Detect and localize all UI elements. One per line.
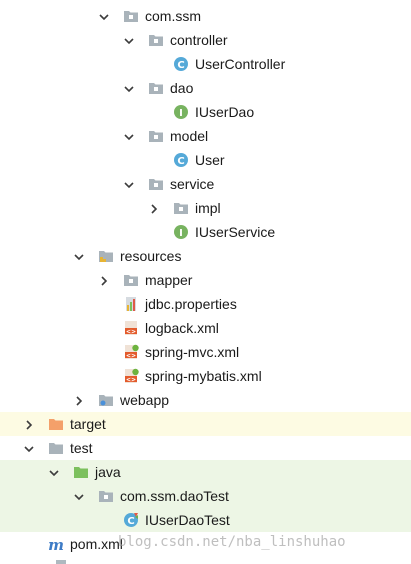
tree-node-logback-xml[interactable]: <> logback.xml (0, 316, 411, 340)
spring-xml-icon: <> (123, 368, 139, 384)
interface-icon: I (173, 224, 189, 240)
next-row-stub (56, 560, 66, 564)
tree-node-label: IUserDao (195, 104, 255, 120)
tree-node-label: spring-mybatis.xml (145, 368, 262, 384)
tree-node-label: dao (170, 80, 194, 96)
tree-node-java[interactable]: java (0, 460, 411, 484)
tree-node-label: resources (120, 248, 182, 264)
tree-node-spring-mybatis-xml[interactable]: <> spring-mybatis.xml (0, 364, 411, 388)
chevron-down-icon[interactable] (73, 490, 85, 502)
tree-node-mapper[interactable]: mapper (0, 268, 411, 292)
interface-icon: I (173, 104, 189, 120)
tree-node-jdbc-properties[interactable]: jdbc.properties (0, 292, 411, 316)
svg-text:C: C (177, 60, 184, 71)
package-icon (148, 176, 164, 192)
chevron-right-icon[interactable] (23, 418, 35, 430)
svg-text:<>: <> (126, 329, 136, 336)
tree-node-label: logback.xml (145, 320, 219, 336)
package-icon (123, 8, 139, 24)
tree-node-label: java (95, 464, 121, 480)
tree-node-label: jdbc.properties (145, 296, 237, 312)
chevron-down-icon[interactable] (48, 466, 60, 478)
package-icon (123, 272, 139, 288)
chevron-down-icon[interactable] (123, 178, 135, 190)
class-icon: C (173, 56, 189, 72)
tree-node-controller[interactable]: controller (0, 28, 411, 52)
tree-node-spring-mvc-xml[interactable]: <> spring-mvc.xml (0, 340, 411, 364)
tree-node-resources[interactable]: resources (0, 244, 411, 268)
tree-node-label: controller (170, 32, 228, 48)
tree-node-com-ssm-daotest[interactable]: com.ssm.daoTest (0, 484, 411, 508)
tree-node-model[interactable]: model (0, 124, 411, 148)
tree-node-label: webapp (120, 392, 170, 408)
tree-node-service[interactable]: service (0, 172, 411, 196)
chevron-down-icon[interactable] (123, 130, 135, 142)
tree-node-com-ssm[interactable]: com.ssm (0, 4, 411, 28)
svg-text:I: I (179, 228, 183, 239)
chevron-down-icon[interactable] (98, 10, 110, 22)
tree-node-label: target (70, 416, 106, 432)
chevron-right-icon[interactable] (73, 394, 85, 406)
watermark: blog.csdn.net/nba_linshuhao (118, 534, 346, 550)
class-icon: C (173, 152, 189, 168)
svg-text:I: I (179, 108, 183, 119)
tree-node-label: mapper (145, 272, 193, 288)
properties-icon (123, 296, 139, 312)
package-icon (173, 200, 189, 216)
svg-text:m: m (48, 536, 64, 552)
resources-folder-icon (98, 248, 114, 264)
tree-node-label: model (170, 128, 209, 144)
svg-text:<>: <> (126, 377, 136, 384)
maven-icon: m (48, 536, 64, 554)
spring-xml-icon: <> (123, 344, 139, 360)
chevron-down-icon[interactable] (123, 82, 135, 94)
tree-node-label: IUserDaoTest (145, 512, 230, 528)
chevron-down-icon[interactable] (23, 442, 35, 454)
svg-text:C: C (127, 516, 134, 527)
tree-node-iuserdao[interactable]: I IUserDao (0, 100, 411, 124)
package-icon (148, 32, 164, 48)
chevron-down-icon[interactable] (123, 34, 135, 46)
web-folder-icon (98, 392, 114, 408)
tree-node-label: test (70, 440, 93, 456)
tree-node-label: com.ssm (145, 8, 201, 24)
tree-node-impl[interactable]: impl (0, 196, 411, 220)
xml-icon: <> (123, 320, 139, 336)
tree-node-pom-xml[interactable]: m pom.xml (0, 532, 411, 556)
package-icon (148, 128, 164, 144)
tree-node-dao[interactable]: dao (0, 76, 411, 100)
chevron-right-icon[interactable] (98, 274, 110, 286)
svg-text:<>: <> (126, 353, 136, 360)
tree-node-usercontroller[interactable]: C UserController (0, 52, 411, 76)
chevron-right-icon[interactable] (148, 202, 160, 214)
tree-node-label: UserController (195, 56, 286, 72)
tree-node-iuserdaotest[interactable]: C IUserDaoTest (0, 508, 411, 532)
package-icon (148, 80, 164, 96)
svg-text:C: C (177, 156, 184, 167)
folder-green-icon (73, 464, 89, 480)
folder-gray-icon (48, 440, 64, 456)
tree-node-label: spring-mvc.xml (145, 344, 240, 360)
tree-node-label: IUserService (195, 224, 276, 240)
tree-node-user[interactable]: C User (0, 148, 411, 172)
tree-node-webapp[interactable]: webapp (0, 388, 411, 412)
test-class-icon: C (123, 512, 139, 528)
chevron-down-icon[interactable] (73, 250, 85, 262)
tree-node-label: User (195, 152, 225, 168)
tree-node-label: impl (195, 200, 221, 216)
tree-node-label: service (170, 176, 215, 192)
tree-node-iuserservice[interactable]: I IUserService (0, 220, 411, 244)
package-icon (98, 488, 114, 504)
tree-node-target[interactable]: target (0, 412, 411, 436)
tree-node-test[interactable]: test (0, 436, 411, 460)
folder-orange-icon (48, 416, 64, 432)
tree-node-label: pom.xml (70, 536, 123, 552)
tree-node-label: com.ssm.daoTest (120, 488, 229, 504)
